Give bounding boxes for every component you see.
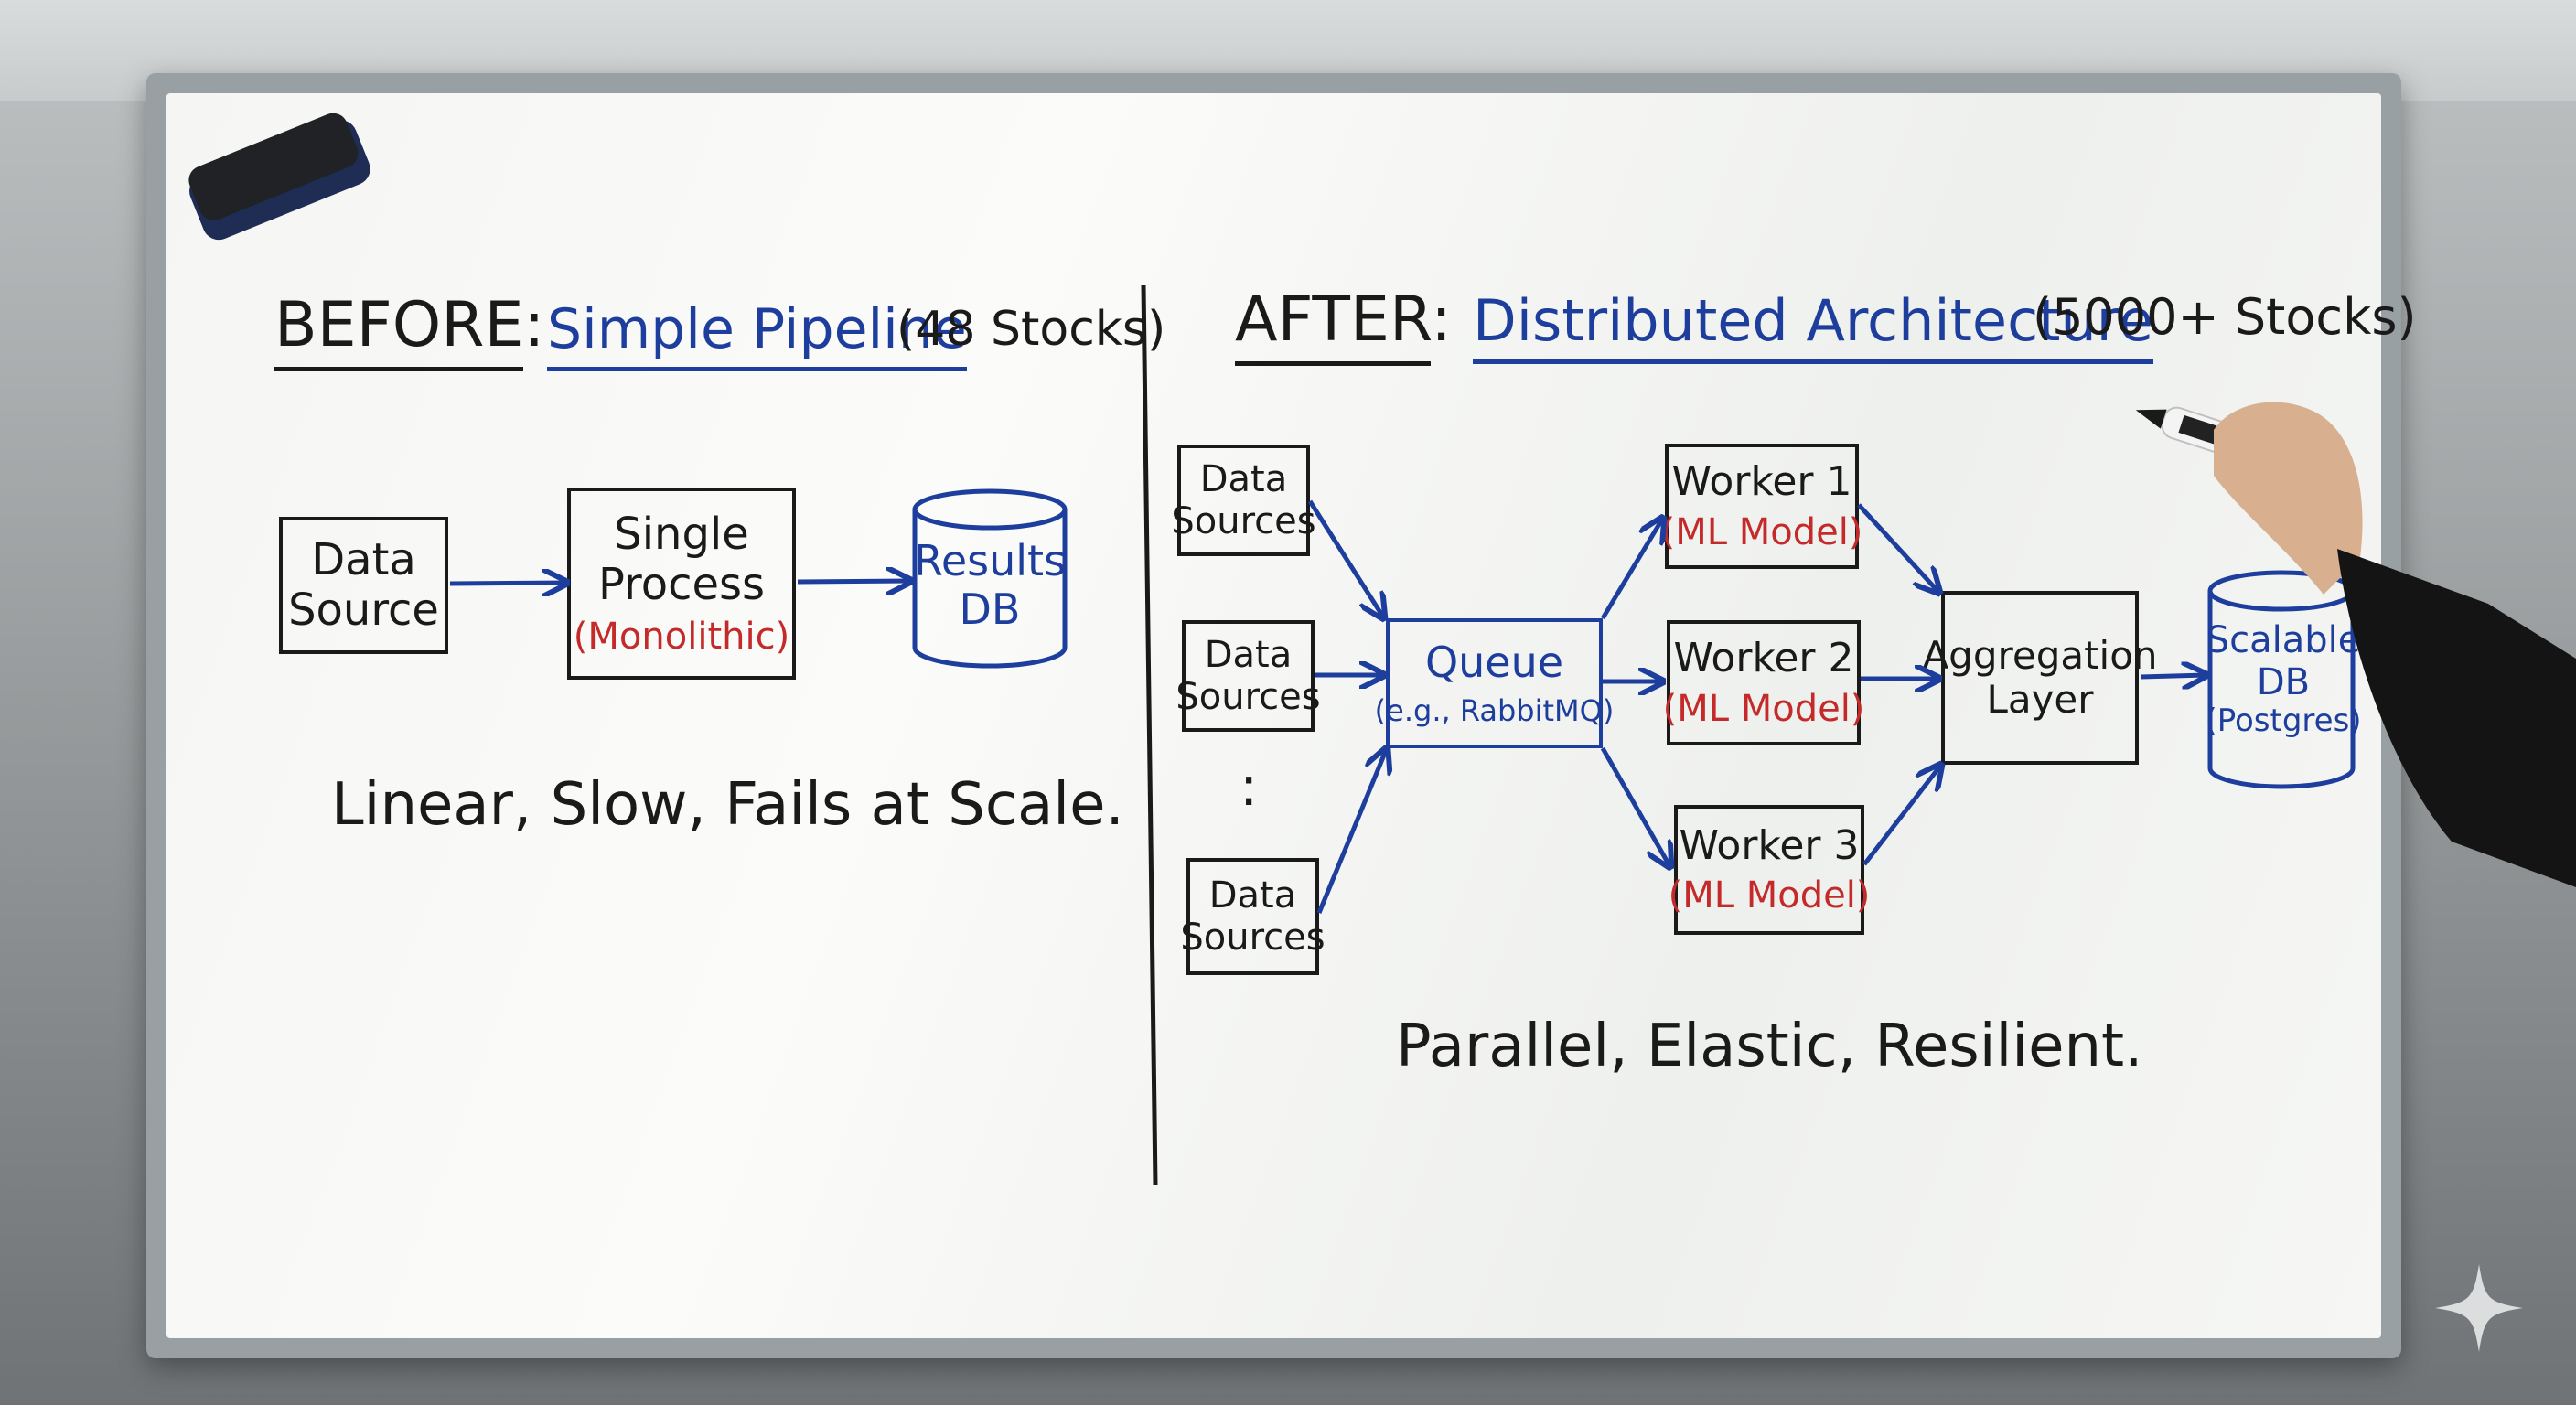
aggregation-line1: Aggregation xyxy=(1922,632,2158,678)
whiteboard-surface xyxy=(166,93,2381,1338)
arrow-sources1-to-queue xyxy=(1307,499,1384,618)
aggregation-layer-box: Aggregation Layer xyxy=(1922,591,2158,765)
after-count: (5000+ Stocks) xyxy=(2033,288,2417,346)
arrow-worker1-to-aggregation xyxy=(1857,503,1939,593)
before-heading-text: BEFORE xyxy=(274,289,524,371)
scalable-db-line3: (Postgres) xyxy=(2205,702,2362,740)
arrow-queue-to-worker1 xyxy=(1600,518,1663,620)
after-subtitle: Distributed Architecture xyxy=(1473,287,2154,364)
worker-3-note: (ML Model) xyxy=(1668,874,1871,917)
sources2-line1: Data xyxy=(1204,634,1293,676)
worker-2-note: (ML Model) xyxy=(1662,687,1865,730)
after-subtitle-text: Distributed Architecture xyxy=(1473,287,2154,364)
single-process-box: Single Process (Monolithic) xyxy=(567,488,796,680)
data-sources-box-1: Data Sources xyxy=(1171,445,1316,556)
scalable-db-cylinder xyxy=(2207,570,2356,789)
worker-3-box: Worker 3 (ML Model) xyxy=(1669,805,1870,935)
data-source-box: Data Source xyxy=(279,517,448,654)
after-summary: Parallel, Elastic, Resilient. xyxy=(1396,1013,2143,1080)
arrow-process-to-db xyxy=(797,581,911,582)
process-line1: Single xyxy=(614,508,749,560)
queue-note: (e.g., RabbitMQ) xyxy=(1374,693,1615,729)
process-note: (Monolithic) xyxy=(573,616,790,659)
worker-2-label: Worker 2 xyxy=(1673,635,1854,682)
arrow-queue-to-worker3 xyxy=(1600,746,1670,867)
presenter-hand xyxy=(2214,402,2576,887)
arrow-sources3-to-queue xyxy=(1316,748,1387,914)
sparkle-icon xyxy=(2435,1264,2523,1352)
scalable-db: Scalable DB (Postgres) xyxy=(2205,585,2361,768)
before-heading: BEFORE: xyxy=(274,289,544,371)
before-subtitle: Simple Pipeline xyxy=(547,297,967,371)
after-heading: AFTER: xyxy=(1235,284,1452,366)
results-db: Results DB xyxy=(913,494,1067,668)
after-heading-text: AFTER xyxy=(1235,284,1432,366)
scalable-db-line1: Scalable xyxy=(2206,619,2361,662)
sources1-line1: Data xyxy=(1199,458,1288,500)
sources2-line2: Sources xyxy=(1175,676,1321,718)
before-subtitle-text: Simple Pipeline xyxy=(547,297,967,371)
worker-2-box: Worker 2 (ML Model) xyxy=(1663,620,1864,745)
queue-box: Queue (e.g., RabbitMQ) xyxy=(1375,618,1614,748)
data-source-line2: Source xyxy=(288,585,439,636)
before-count: (48 Stocks) xyxy=(896,302,1166,357)
arrow-aggregation-to-db xyxy=(2140,675,2206,677)
worker-1-label: Worker 1 xyxy=(1671,458,1852,506)
eraser-icon xyxy=(188,113,370,241)
worker-1-box: Worker 1 (ML Model) xyxy=(1661,444,1862,569)
worker-1-note: (ML Model) xyxy=(1660,510,1863,553)
aggregation-line2: Layer xyxy=(1986,677,2094,722)
data-sources-box-2: Data Sources xyxy=(1175,620,1321,732)
worker-3-label: Worker 3 xyxy=(1679,821,1860,869)
process-line2: Process xyxy=(597,559,766,610)
before-summary: Linear, Slow, Fails at Scale. xyxy=(331,771,1124,839)
sources-ellipsis: : xyxy=(1240,755,1259,819)
results-db-line1: Results xyxy=(913,536,1067,586)
arrow-worker3-to-aggregation xyxy=(1862,765,1941,866)
results-db-line2: DB xyxy=(959,585,1021,634)
whiteboard-frame xyxy=(146,73,2401,1358)
section-divider xyxy=(1141,284,1158,1186)
data-sources-box-3: Data Sources xyxy=(1180,858,1326,975)
sources3-line1: Data xyxy=(1208,874,1297,917)
arrow-source-to-process xyxy=(449,583,567,584)
data-source-line1: Data xyxy=(311,533,416,585)
sources3-line2: Sources xyxy=(1180,917,1326,959)
results-db-cylinder xyxy=(912,488,1068,669)
scalable-db-line2: DB xyxy=(2256,661,2311,704)
queue-label: Queue xyxy=(1424,638,1564,688)
sources1-line2: Sources xyxy=(1171,500,1316,542)
